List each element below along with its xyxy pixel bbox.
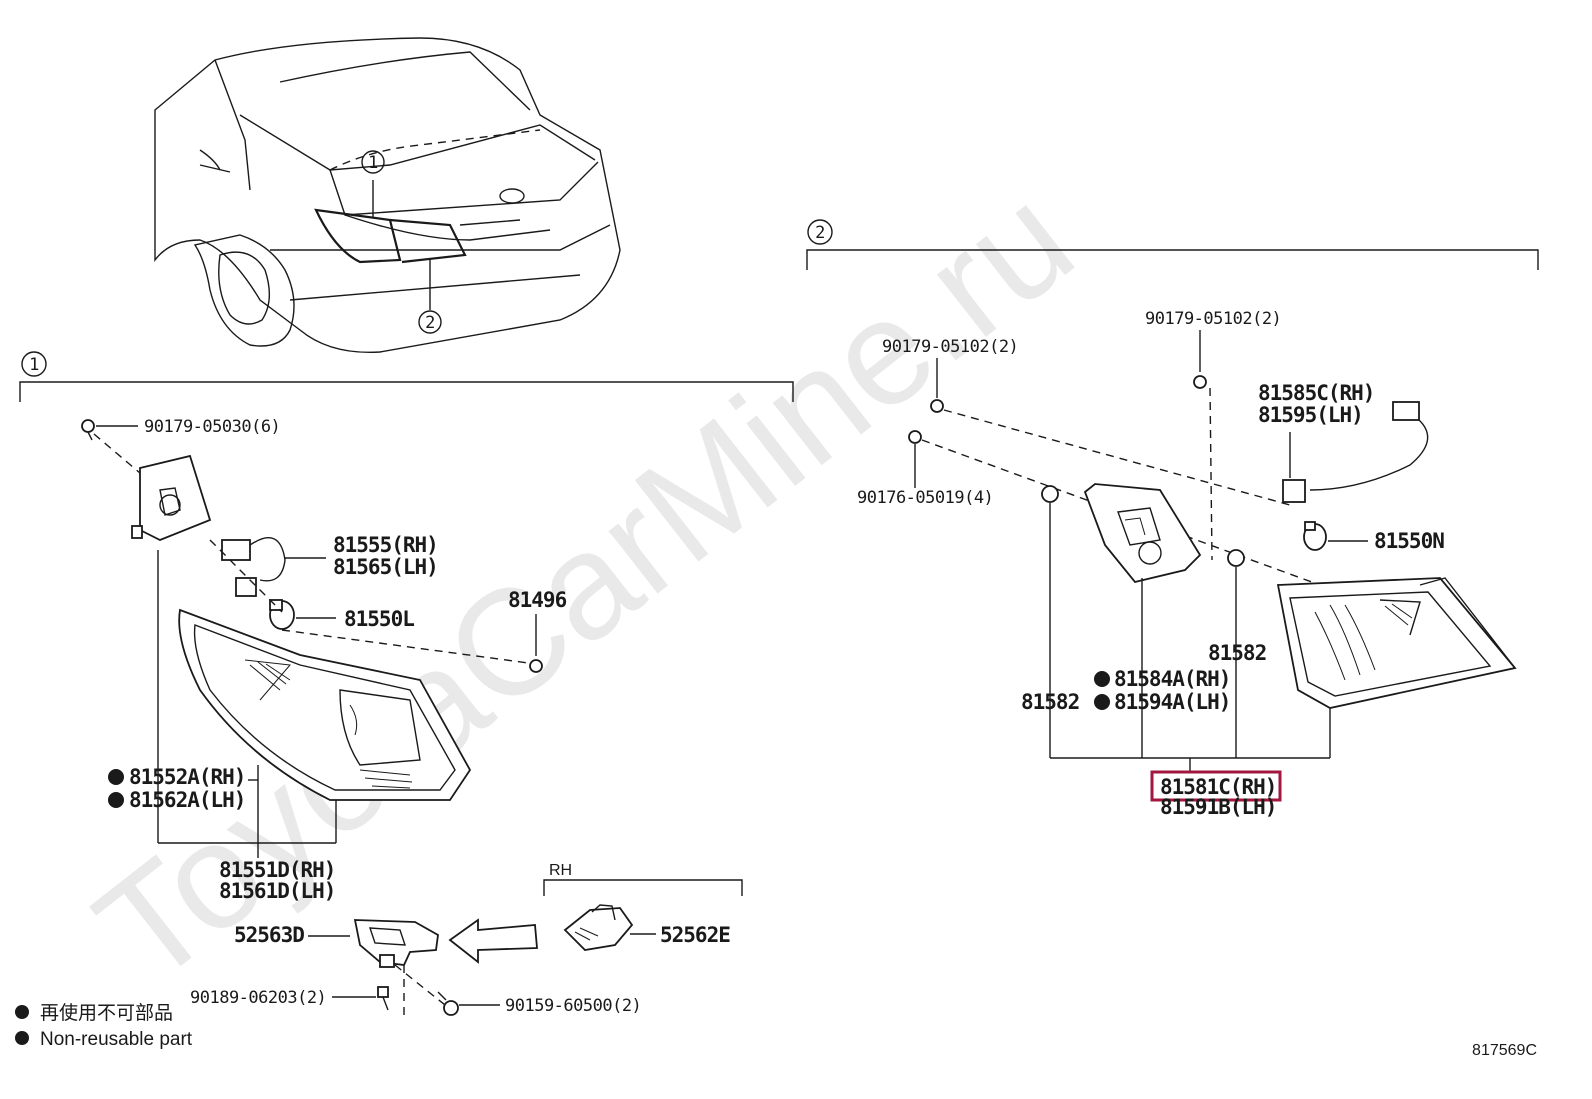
bracket-icon — [353, 919, 439, 968]
label-81550n: 81550N — [1374, 529, 1444, 553]
label-52563d: 52563D — [234, 923, 304, 947]
label-81550l: 81550L — [344, 607, 414, 631]
label-rh-caption: RH — [549, 862, 572, 879]
section-2-parts: 90179-05102(2) 90179-05102(2) 90176-0501… — [857, 309, 1517, 819]
car-rear-view: 1 2 — [154, 37, 621, 354]
label-81582-left: 81582 — [1021, 690, 1079, 714]
gasket-icon — [1227, 549, 1245, 567]
label-81562a: 81562A(LH) — [129, 788, 245, 812]
label-81581c[interactable]: 81581C(RH) — [1160, 775, 1277, 799]
label-81561d: 81561D(LH) — [219, 879, 335, 903]
socket-wire-icon — [1282, 401, 1429, 503]
section-1-frame: 1 — [19, 351, 794, 402]
lamp-bracket-plate — [139, 454, 212, 541]
highlight-box[interactable] — [1150, 770, 1282, 802]
label-81551d: 81551D(RH) — [219, 858, 335, 882]
label-52562e: 52562E — [660, 923, 730, 947]
bolt-icon — [437, 991, 459, 1016]
car-callout-1: 1 — [368, 153, 378, 173]
screw-icon — [930, 399, 944, 413]
screw-icon — [377, 986, 389, 1011]
bracket-rh-icon — [563, 904, 634, 951]
label-81555: 81555(RH) — [333, 533, 438, 557]
socket-wire-icon — [221, 537, 286, 597]
section-1-parts: 90179-05030(6) 81555(RH) 81565(LH) 81550… — [81, 417, 743, 1020]
section-2-frame: 2 — [806, 219, 1539, 270]
inner-housing-icon — [1083, 483, 1202, 584]
label-81552a: 81552A(RH) — [129, 765, 245, 789]
trunk-lamp-assembly-icon — [1276, 577, 1517, 709]
section-2-number: 2 — [815, 223, 825, 243]
legend-line-1: 再使用不可部品 — [40, 1002, 173, 1024]
car-callout-2: 2 — [425, 313, 435, 333]
label-90179-05102-right: 90179-05102(2) — [1145, 309, 1281, 329]
bulb-icon — [269, 599, 295, 630]
bulb-icon — [1303, 521, 1327, 551]
nut-icon — [908, 430, 922, 444]
gasket-icon — [1041, 485, 1059, 503]
label-81585c: 81585C(RH) — [1258, 381, 1374, 405]
diagram-id: 817569C — [1472, 1042, 1537, 1059]
label-81584a: 81584A(RH) — [1114, 667, 1230, 691]
label-90176-05019: 90176-05019(4) — [857, 488, 993, 508]
screw-icon — [81, 419, 95, 441]
label-90159-60500: 90159-60500(2) — [505, 996, 641, 1016]
label-81595: 81595(LH) — [1258, 403, 1363, 427]
label-81582-right: 81582 — [1208, 641, 1266, 665]
label-90179-05030: 90179-05030(6) — [144, 417, 280, 437]
clip-icon — [529, 659, 543, 673]
label-81565: 81565(LH) — [333, 555, 438, 579]
section-1-number: 1 — [29, 355, 39, 375]
legend-line-2: Non-reusable part — [40, 1029, 193, 1050]
screw-icon — [1193, 375, 1207, 389]
label-90179-05102-left: 90179-05102(2) — [882, 337, 1018, 357]
label-81594a: 81594A(LH) — [1114, 690, 1230, 714]
label-90189-06203: 90189-06203(2) — [190, 988, 326, 1008]
label-81591b: 81591B(LH) — [1160, 795, 1276, 819]
legend: 再使用不可部品 Non-reusable part — [15, 1002, 193, 1050]
tail-lamp-assembly-icon — [178, 608, 472, 801]
label-81496: 81496 — [508, 588, 567, 612]
direction-arrow-icon — [448, 918, 538, 964]
